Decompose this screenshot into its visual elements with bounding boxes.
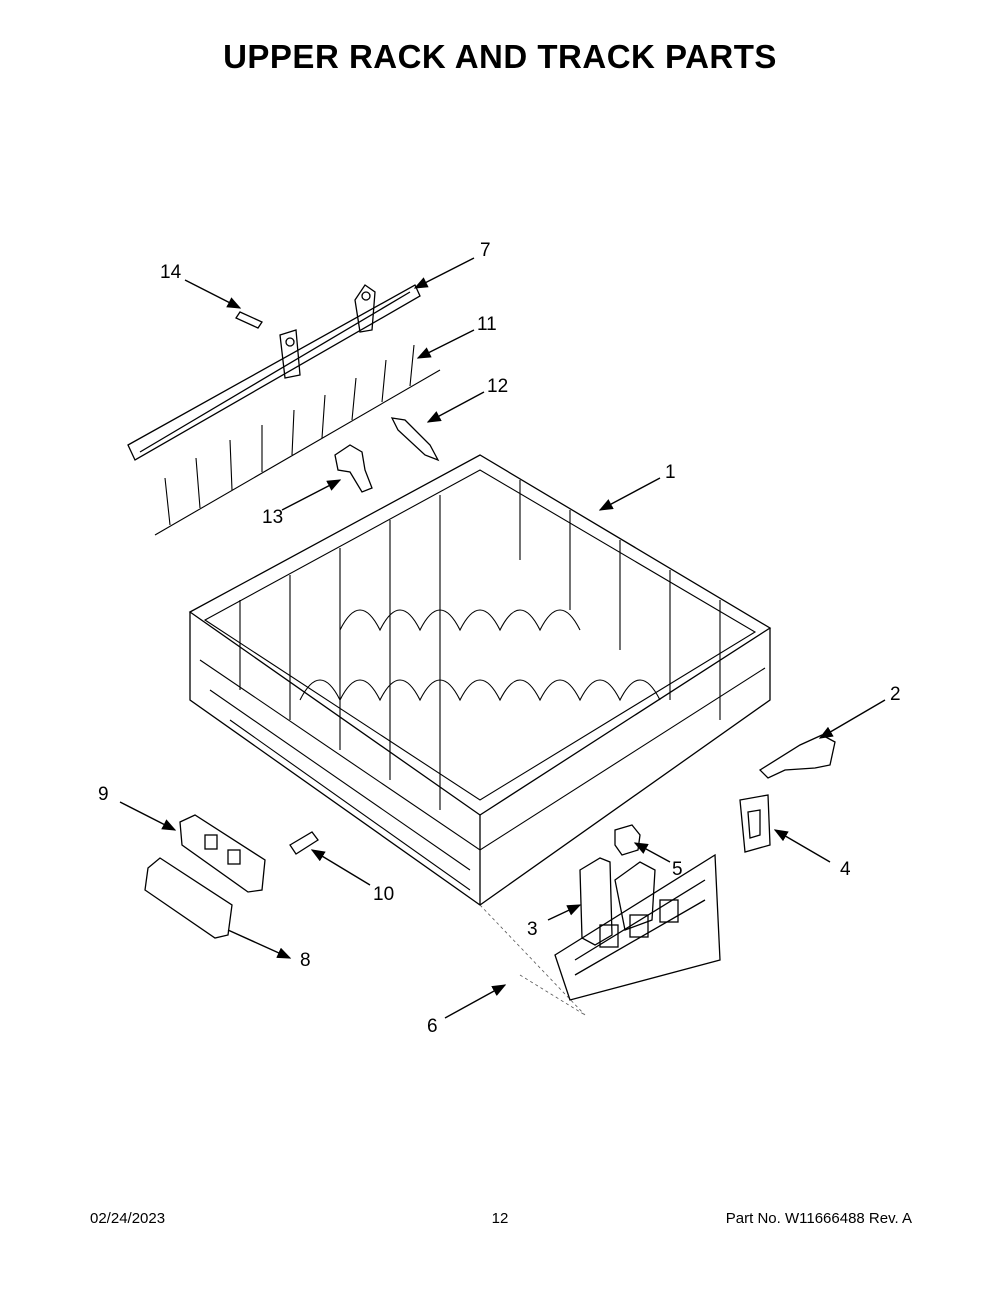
callout-4: 4 [840, 859, 851, 880]
cap-5-part [614, 824, 641, 856]
bracket-4-part [739, 794, 771, 853]
clip-12-part [390, 417, 440, 462]
callout-9: 9 [98, 784, 109, 805]
callout-8: 8 [300, 950, 311, 971]
callout-labels: 1 2 3 4 5 6 7 8 9 10 11 12 13 14 [98, 240, 901, 1037]
cover-9-part [179, 814, 266, 893]
track-assembly-6-part [479, 853, 721, 1016]
cap-8-part [144, 857, 233, 939]
callout-12: 12 [487, 376, 508, 397]
callout-14: 14 [160, 262, 182, 283]
callout-6: 6 [427, 1016, 438, 1037]
callout-10: 10 [373, 884, 394, 905]
clip-13-part [334, 444, 373, 493]
leader-arrows [119, 257, 886, 1019]
callout-11: 11 [477, 314, 497, 335]
footer-date: 02/24/2023 [90, 1210, 166, 1227]
callout-1: 1 [665, 462, 676, 483]
upper-rack-part [188, 454, 772, 907]
callout-3: 3 [527, 919, 538, 940]
callout-7: 7 [480, 240, 491, 261]
callout-5: 5 [672, 859, 683, 880]
screw-14-part [235, 311, 263, 329]
track-rail-part [127, 284, 421, 461]
tine-row-part [154, 344, 441, 536]
callout-2: 2 [890, 684, 901, 705]
page-title: UPPER RACK AND TRACK PARTS [223, 38, 777, 75]
footer-part-number: Part No. W11666488 Rev. A [725, 1210, 912, 1227]
callout-13: 13 [262, 507, 283, 528]
latch-2-part [758, 734, 836, 779]
footer-page-number: 12 [491, 1210, 509, 1227]
pin-10-part [289, 831, 319, 855]
